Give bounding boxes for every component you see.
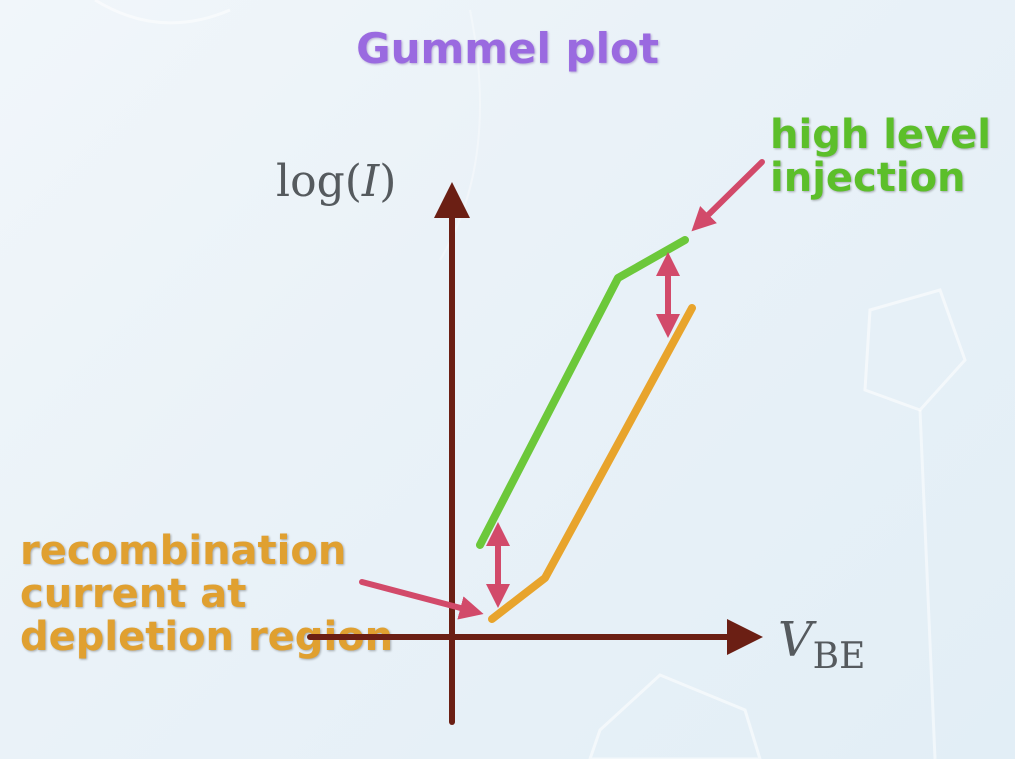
x-axis-label: VBE [778,612,866,677]
collector-current-curve [476,236,689,549]
high-level-injection-label: high level injection [770,112,991,202]
high-level-pointer-arrow [691,159,765,232]
diagram-title: Gummel plot [356,24,659,73]
y-axis-label: log(I) [276,156,397,207]
recombination-pointer-arrow [359,579,484,620]
